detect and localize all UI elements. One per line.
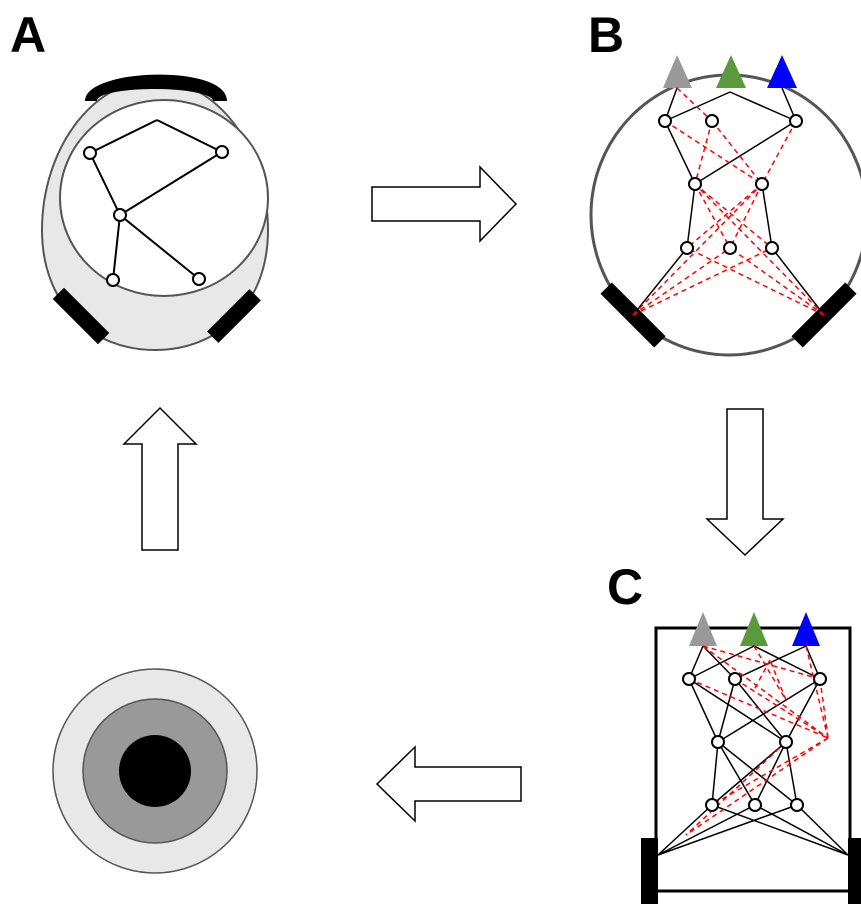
robot-a-network <box>89 119 223 281</box>
sensor-blue-icon <box>792 612 820 646</box>
robot-a-nodes <box>83 145 229 287</box>
robot-a-left-wheel <box>52 287 110 345</box>
panel-c-robot <box>641 612 861 904</box>
network-node <box>680 241 694 255</box>
robot-a-top-bar <box>84 74 228 101</box>
sensor-green-icon <box>716 55 746 88</box>
panel-b-robot <box>589 55 861 357</box>
robot-c-nodes <box>682 672 827 812</box>
network-node <box>765 241 779 255</box>
network-node <box>682 672 696 686</box>
panel-label-a: A <box>10 7 46 63</box>
robot-b-nodes <box>658 114 803 255</box>
network-node <box>705 114 719 128</box>
network-node <box>215 145 229 159</box>
network-node <box>106 273 120 287</box>
arrow-right-icon <box>371 165 518 243</box>
robot-a-right-wheel <box>207 289 261 343</box>
network-node <box>705 798 719 812</box>
panel-label-c: C <box>607 559 643 615</box>
arrow-left-icon <box>375 745 522 823</box>
network-node <box>790 798 804 812</box>
network-node <box>711 735 725 749</box>
robot-c-dashed-links <box>685 645 829 836</box>
network-node <box>658 114 672 128</box>
network-node <box>723 241 737 255</box>
network-node <box>113 208 127 222</box>
robot-a-inner-circle <box>59 99 269 297</box>
arrow-down-icon <box>705 408 785 557</box>
network-node <box>192 272 206 286</box>
sensor-gray-icon <box>663 55 692 88</box>
network-node <box>779 735 793 749</box>
sensor-gray-icon <box>689 612 717 646</box>
network-node <box>83 146 97 160</box>
sensor-blue-icon <box>767 55 797 88</box>
robot-c-left-wheel <box>641 838 658 904</box>
network-node <box>813 672 827 686</box>
robot-c-right-wheel <box>848 838 861 904</box>
robot-b-solid-links <box>632 87 825 316</box>
panel-label-b: B <box>588 7 624 63</box>
robot-b-dashed-links <box>632 87 825 316</box>
concentric-target <box>52 668 258 874</box>
arrow-up-icon <box>122 406 198 551</box>
target-center <box>119 735 191 807</box>
network-node <box>728 672 742 686</box>
network-node <box>789 114 803 128</box>
network-node <box>748 798 762 812</box>
robot-c-solid-links <box>657 645 849 856</box>
panel-a-robot <box>40 74 270 352</box>
network-node <box>755 177 769 191</box>
robot-c-body <box>654 626 852 893</box>
network-node <box>688 177 702 191</box>
sensor-green-icon <box>740 612 768 646</box>
